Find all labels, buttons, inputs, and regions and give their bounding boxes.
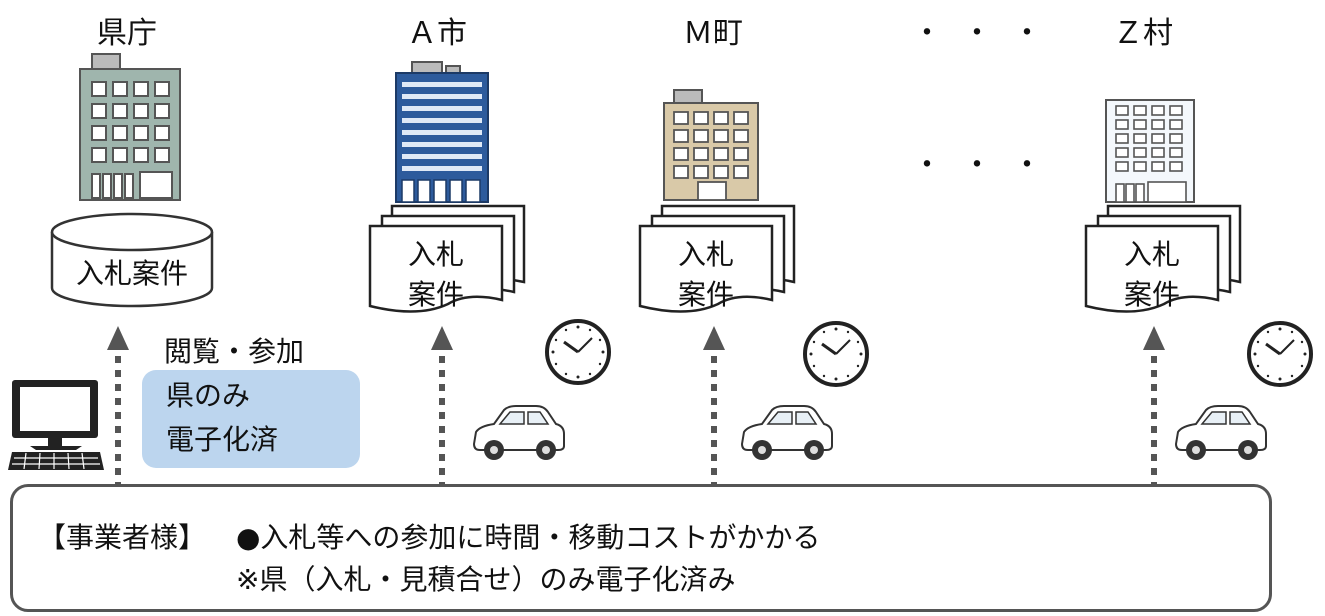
office-label-m-town: Ｍ町 — [683, 16, 743, 51]
office-label-prefecture: 県庁 — [97, 16, 157, 51]
database-label: 入札案件 — [75, 257, 188, 290]
vendor-title: 【事業者様】 — [38, 521, 207, 554]
arrow-up-icon — [1143, 326, 1165, 484]
vendor-line1: ●入札等への参加に時間・移動コストがかかる — [236, 521, 821, 554]
document-label: 入札 案件 — [370, 235, 502, 315]
info-box-line1: 県のみ — [166, 379, 251, 412]
ellipsis-middle: ・・・ — [912, 148, 1062, 183]
document-label-line2: 案件 — [407, 278, 464, 311]
database-icon — [50, 212, 214, 308]
arrow-up-icon — [703, 326, 725, 484]
building-icon — [79, 53, 181, 201]
ellipsis-top: ・・・ — [912, 16, 1062, 51]
document-label-line1: 入札 — [1123, 238, 1180, 271]
building-icon — [1105, 99, 1195, 203]
arrow-up-icon — [431, 326, 453, 484]
browse-participate-label: 閲覧・参加 — [164, 335, 305, 368]
arrow-up-icon — [107, 326, 129, 484]
computer-icon — [8, 380, 104, 470]
car-icon — [472, 405, 565, 460]
clock-icon — [1247, 321, 1313, 387]
car-icon — [1174, 405, 1267, 460]
document-stack-icon — [368, 204, 526, 313]
clock-icon — [545, 319, 611, 385]
office-label-a-city: Ａ市 — [407, 16, 467, 51]
document-stack-icon — [1084, 204, 1242, 313]
document-label-line1: 入札 — [407, 238, 464, 271]
car-icon — [740, 405, 833, 460]
info-box: 県のみ 電子化済 — [142, 370, 360, 468]
document-label-line2: 案件 — [1123, 278, 1180, 311]
building-icon — [395, 61, 489, 203]
document-label-line2: 案件 — [677, 278, 734, 311]
document-label-line1: 入札 — [677, 238, 734, 271]
office-label-z-village: Ｚ村 — [1113, 16, 1173, 51]
clock-icon — [803, 321, 869, 387]
document-label: 入札 案件 — [1086, 235, 1218, 315]
document-stack-icon — [638, 204, 796, 313]
building-icon — [663, 89, 759, 201]
document-label: 入札 案件 — [640, 235, 772, 315]
info-box-line2: 電子化済 — [166, 423, 279, 456]
vendor-line2: ※県（入札・見積合せ）のみ電子化済み — [236, 563, 736, 596]
vendor-box — [10, 484, 1272, 612]
